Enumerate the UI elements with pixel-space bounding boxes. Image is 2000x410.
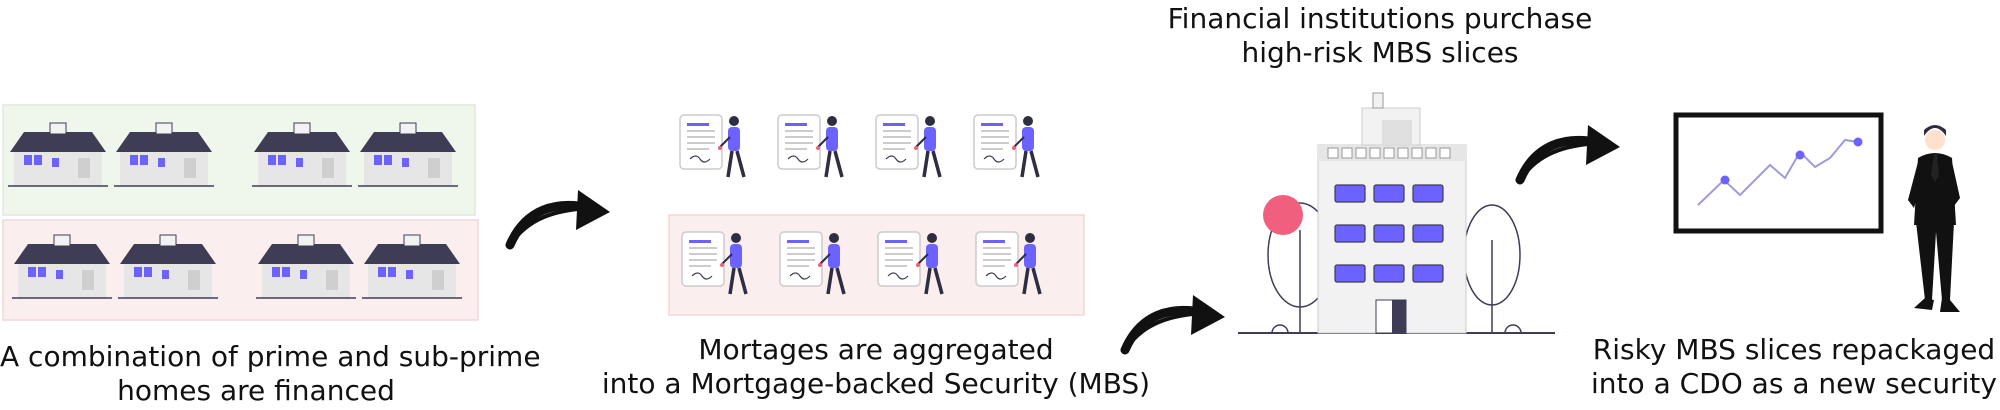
businessman-icon	[1908, 125, 1960, 312]
step-homes-caption: A combination of prime and sub-prime hom…	[0, 340, 541, 408]
step-cdo-line1: Risky MBS slices repackaged	[1592, 333, 1996, 366]
step-mbs-line1: Mortages are aggregated	[698, 333, 1054, 366]
document-icon	[678, 113, 746, 179]
building-icon	[1238, 92, 1555, 334]
step-cdo-caption: Risky MBS slices repackaged into a CDO a…	[1590, 333, 1998, 401]
step-homes-line2: homes are financed	[117, 374, 395, 407]
step-homes-line1: A combination of prime and sub-prime	[0, 340, 541, 373]
document-icon	[776, 113, 844, 179]
step-banks-line1: Financial institutions purchase	[1167, 2, 1593, 35]
document-icon	[874, 113, 942, 179]
step-banks-line2: high-risk MBS slices	[1241, 36, 1519, 69]
screen-chart-icon	[1673, 112, 1884, 234]
document-icon	[972, 113, 1040, 179]
step-mbs-line2: into a Mortgage-backed Security (MBS)	[601, 367, 1151, 400]
arrow-icon	[510, 190, 610, 245]
arrow-icon	[1520, 125, 1620, 180]
step-banks-caption: Financial institutions purchase high-ris…	[1160, 2, 1600, 70]
step-cdo-line2: into a CDO as a new security	[1591, 367, 1997, 400]
step-mbs-caption: Mortages are aggregated into a Mortgage-…	[600, 333, 1152, 401]
